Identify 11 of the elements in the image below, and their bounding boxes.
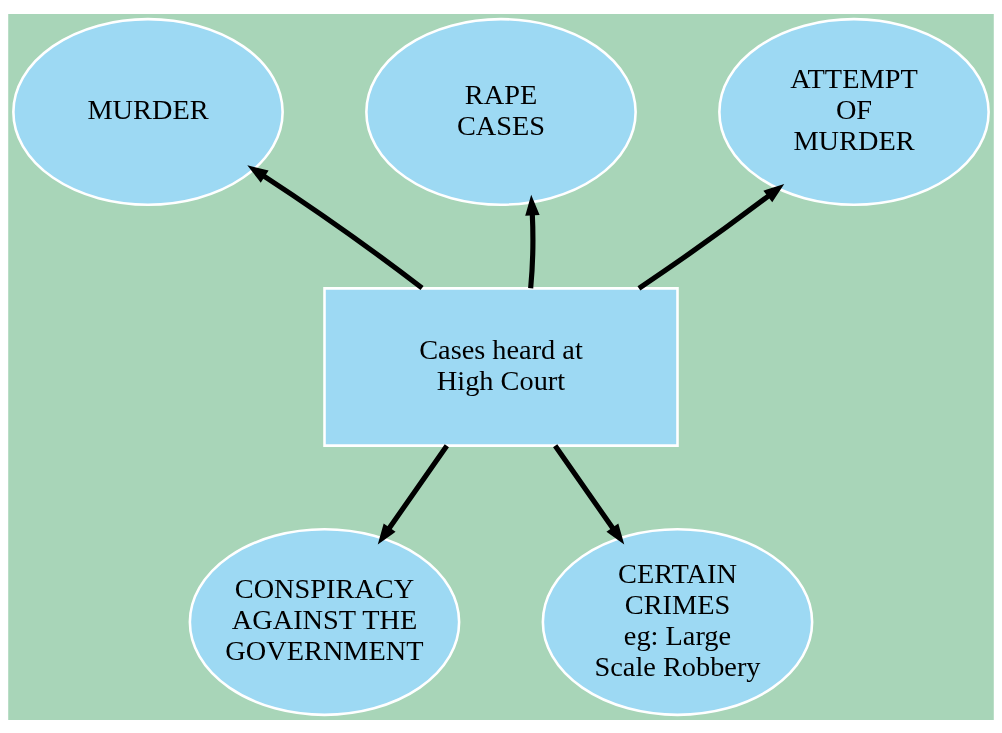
node-ellipse: CERTAIN CRIMES eg: Large Scale Robbery (541, 527, 814, 716)
arrow (637, 183, 785, 290)
node-ellipse: MURDER (12, 17, 284, 206)
node-ellipse: ATTEMPT OF MURDER (718, 17, 990, 206)
arrow (525, 194, 540, 288)
arrow (377, 443, 449, 545)
arrow (247, 164, 424, 290)
node-box: Cases heard at High Court (323, 286, 679, 447)
node-ellipse: RAPE CASES (365, 17, 637, 206)
arrow (553, 443, 625, 545)
node-ellipse: CONSPIRACY AGAINST THE GOVERNMENT (188, 527, 461, 716)
